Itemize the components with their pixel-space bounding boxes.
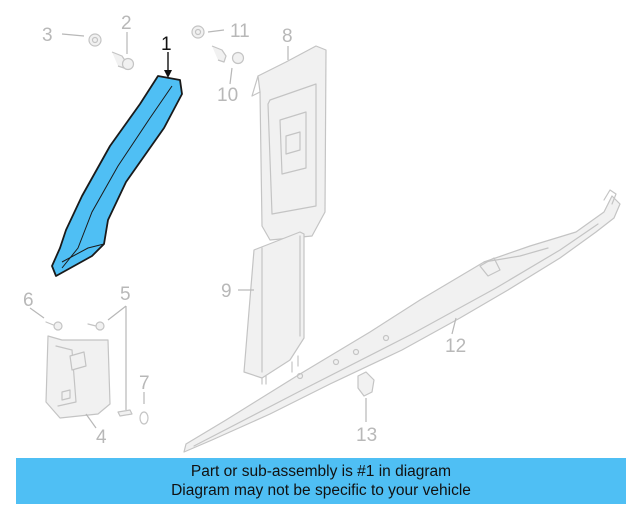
part-8-b-pillar-upper-trim	[251, 45, 327, 241]
part-4-kick-panel	[45, 335, 111, 419]
info-banner: Part or sub-assembly is #1 in diagram Di…	[16, 458, 626, 504]
fastener-5-clip	[87, 321, 105, 331]
fastener-11-clip	[191, 25, 205, 39]
fastener-13-clip	[357, 371, 375, 397]
callout-10: 10	[217, 85, 238, 106]
callout-6: 6	[23, 290, 34, 311]
callout-2: 2	[121, 13, 132, 34]
callout-4: 4	[96, 427, 107, 448]
callout-11: 11	[230, 21, 250, 42]
callout-8: 8	[282, 26, 293, 47]
fastener-6-screw	[45, 321, 63, 331]
banner-line-part: Part or sub-assembly is #1 in diagram	[190, 463, 452, 480]
fastener-10-screw	[211, 45, 245, 65]
callout-13: 13	[356, 425, 377, 446]
fastener-2-screw	[111, 51, 135, 71]
banner-line-disclaimer: Diagram may not be specific to your vehi…	[171, 482, 471, 499]
callout-1: 1	[161, 34, 172, 55]
fastener-7-clip	[117, 409, 133, 417]
callout-3: 3	[42, 25, 53, 46]
part-9-b-pillar-lower-trim	[243, 231, 305, 385]
part-12-sill-plate	[183, 189, 621, 453]
callout-7: 7	[139, 373, 150, 394]
part-1-a-pillar-trim	[51, 75, 183, 277]
callout-12: 12	[445, 336, 466, 357]
fastener-3-clip	[88, 33, 102, 47]
callout-9: 9	[221, 281, 232, 302]
callout-5: 5	[120, 284, 131, 305]
